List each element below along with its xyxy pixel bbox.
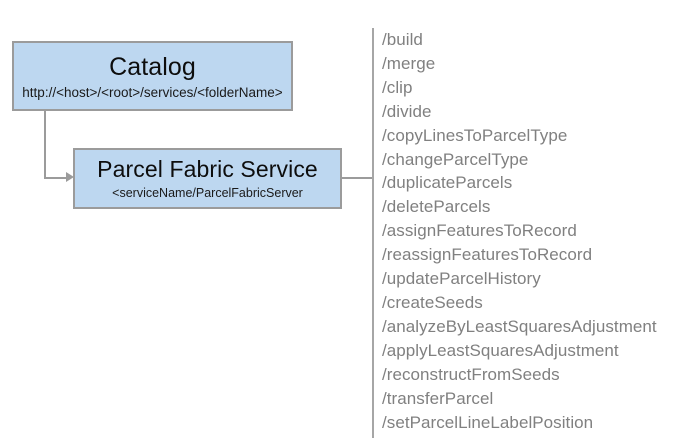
list-item: /applyLeastSquaresAdjustment	[382, 340, 619, 360]
list-item: /createSeeds	[382, 292, 483, 312]
operations-list: /build /merge /clip /divide /copyLinesTo…	[372, 28, 657, 438]
list-item: /updateParcelHistory	[382, 269, 541, 289]
list-item: /duplicateParcels	[382, 173, 513, 193]
connector-catalog-vertical	[44, 111, 46, 179]
list-item: /copyLinesToParcelType	[382, 125, 568, 145]
list-item: /reconstructFromSeeds	[382, 364, 560, 384]
arrowhead-icon	[66, 172, 74, 182]
list-item: /transferParcel	[382, 388, 494, 408]
list-item: /divide	[382, 101, 432, 121]
list-item: /analyzeByLeastSquaresAdjustment	[382, 316, 657, 336]
node-service-subtitle: <serviceName/ParcelFabricServer	[112, 185, 303, 200]
node-service-title: Parcel Fabric Service	[97, 155, 318, 182]
list-item: /reassignFeaturesToRecord	[382, 245, 593, 265]
list-item: /changeParcelType	[382, 149, 529, 169]
connector-service-to-operations	[342, 177, 372, 179]
node-parcel-fabric-service: Parcel Fabric Service <serviceName/Parce…	[73, 148, 342, 209]
list-item: /build	[382, 30, 423, 49]
connector-catalog-horizontal	[44, 177, 68, 179]
list-item: /clip	[382, 77, 413, 97]
list-item: /merge	[382, 53, 436, 73]
node-catalog-title: Catalog	[109, 53, 196, 81]
list-item: /setParcelLineLabelPosition	[382, 412, 594, 432]
node-catalog: Catalog http://<host>/<root>/services/<f…	[12, 41, 293, 111]
list-item: /deleteParcels	[382, 197, 491, 217]
list-item: /assignFeaturesToRecord	[382, 221, 577, 241]
node-catalog-subtitle: http://<host>/<root>/services/<folderNam…	[22, 85, 283, 100]
